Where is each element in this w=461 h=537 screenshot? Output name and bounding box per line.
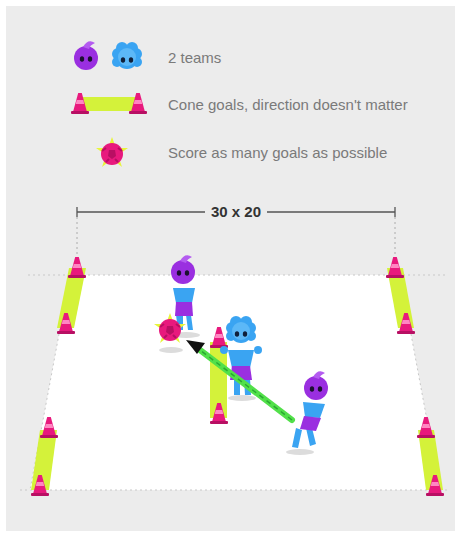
pitch [20,275,448,490]
ball [154,313,186,343]
legend-text: Score as many goals as possible [168,144,387,162]
ball-icon [96,137,128,167]
legend-text: Cone goals, direction doesn't matter [168,96,408,114]
shadows [159,332,314,455]
cone-goals [31,257,444,496]
purple-player [292,371,328,448]
team-icons [74,41,142,70]
purple-player [171,255,195,330]
dimension-label: 30 x 20 [205,203,267,221]
pass-arrow [186,340,292,420]
cone-goal-icon [71,93,147,114]
legend-text: 2 teams [168,49,221,67]
